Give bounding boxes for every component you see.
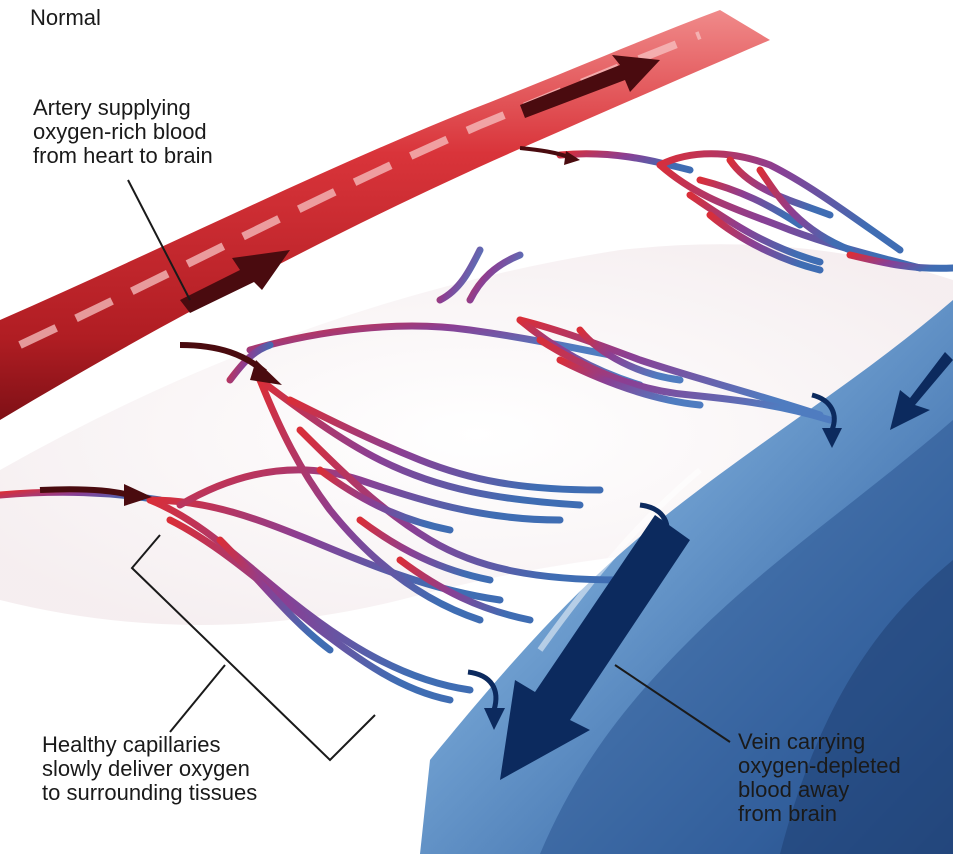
- artery-label-line-2: oxygen-rich blood: [33, 120, 213, 144]
- vein-label: Vein carrying oxygen-depleted blood away…: [738, 730, 901, 826]
- vein-label-line-3: blood away: [738, 778, 901, 802]
- vein-label-line-4: from brain: [738, 802, 901, 826]
- capillaries-label-line-2: slowly deliver oxygen: [42, 757, 257, 781]
- diagram-title: Normal: [30, 6, 101, 30]
- vein-label-line-1: Vein carrying: [738, 730, 901, 754]
- artery-label-line-3: from heart to brain: [33, 144, 213, 168]
- capillaries-label: Healthy capillaries slowly deliver oxyge…: [42, 733, 257, 805]
- capillary-leader: [170, 665, 225, 732]
- capillaries-label-line-1: Healthy capillaries: [42, 733, 257, 757]
- vein-label-line-2: oxygen-depleted: [738, 754, 901, 778]
- artery-label-line-1: Artery supplying: [33, 96, 213, 120]
- artery-label: Artery supplying oxygen-rich blood from …: [33, 96, 213, 168]
- capillaries-label-line-3: to surrounding tissues: [42, 781, 257, 805]
